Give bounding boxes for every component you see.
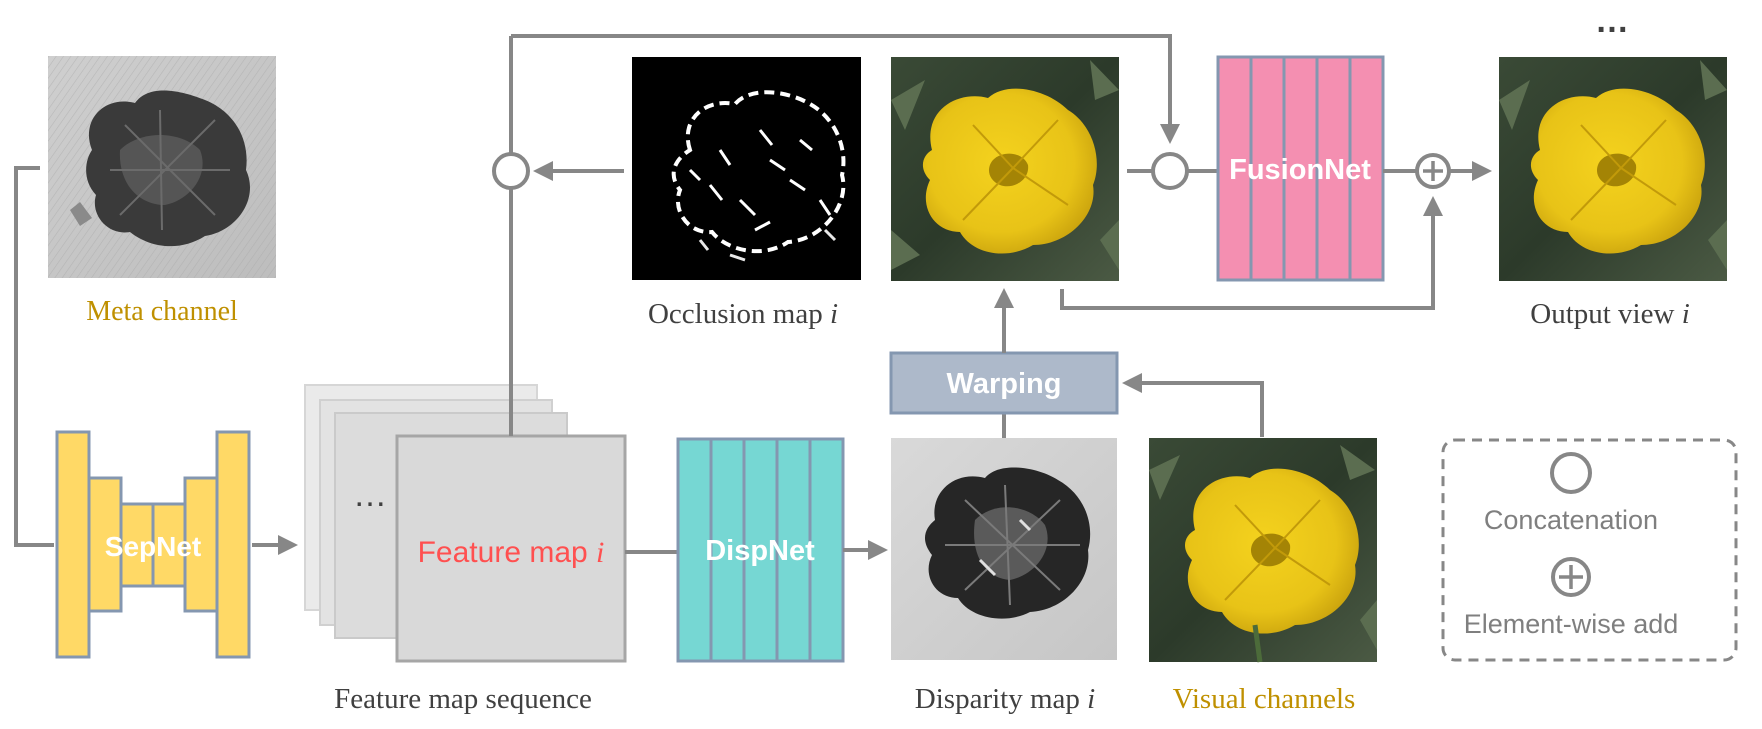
fusionnet-label: FusionNet (1229, 154, 1371, 186)
warping-label: Warping (947, 368, 1062, 400)
disparity-map-label: Disparity map i (915, 683, 1095, 715)
legend-box (1441, 438, 1738, 662)
concat-node-1 (492, 152, 530, 190)
dispnet-label: DispNet (705, 535, 815, 567)
meta-to-sepnet-line (14, 166, 54, 547)
feature-map-sequence-label: Feature map sequence (334, 683, 592, 715)
circle-icon (1550, 452, 1592, 494)
feature-map-i (395, 434, 627, 663)
output-view-image (1499, 57, 1727, 281)
fusionnet-block (1216, 55, 1385, 282)
occlusion-map-image (632, 57, 861, 280)
sepnet-label: SepNet (105, 531, 201, 562)
legend-concat-label: Concatenation (1484, 505, 1658, 535)
legend: Concatenation Element-wise add (1441, 438, 1738, 662)
warping-block (889, 351, 1119, 415)
visual-to-warping-arrow (1122, 373, 1264, 437)
feature-map-label: Feature map i (418, 536, 605, 569)
output-view-label: Output view i (1530, 298, 1690, 330)
skip-to-add-arrow (1060, 196, 1443, 310)
top-bypass-arrow (511, 34, 1180, 144)
disparity-map-image (891, 438, 1117, 660)
meta-channel-image (48, 56, 276, 278)
occlusion-map-label: Occlusion map i (648, 298, 838, 330)
warped-view-image (891, 57, 1119, 281)
stack-ellipsis: … (353, 476, 387, 514)
circle-plus-icon (1551, 557, 1591, 597)
meta-channel-label: Meta channel (86, 296, 238, 327)
legend-add-label: Element-wise add (1464, 609, 1679, 639)
sepnet-block (55, 430, 251, 659)
visual-channels-label: Visual channels (1173, 683, 1356, 715)
top-ellipsis: … (1595, 2, 1629, 40)
add-node (1415, 153, 1451, 189)
feature-map-stack (304, 384, 627, 663)
visual-channels-image (1149, 438, 1377, 663)
dispnet-block (676, 437, 845, 663)
concat-node-2 (1151, 152, 1189, 190)
